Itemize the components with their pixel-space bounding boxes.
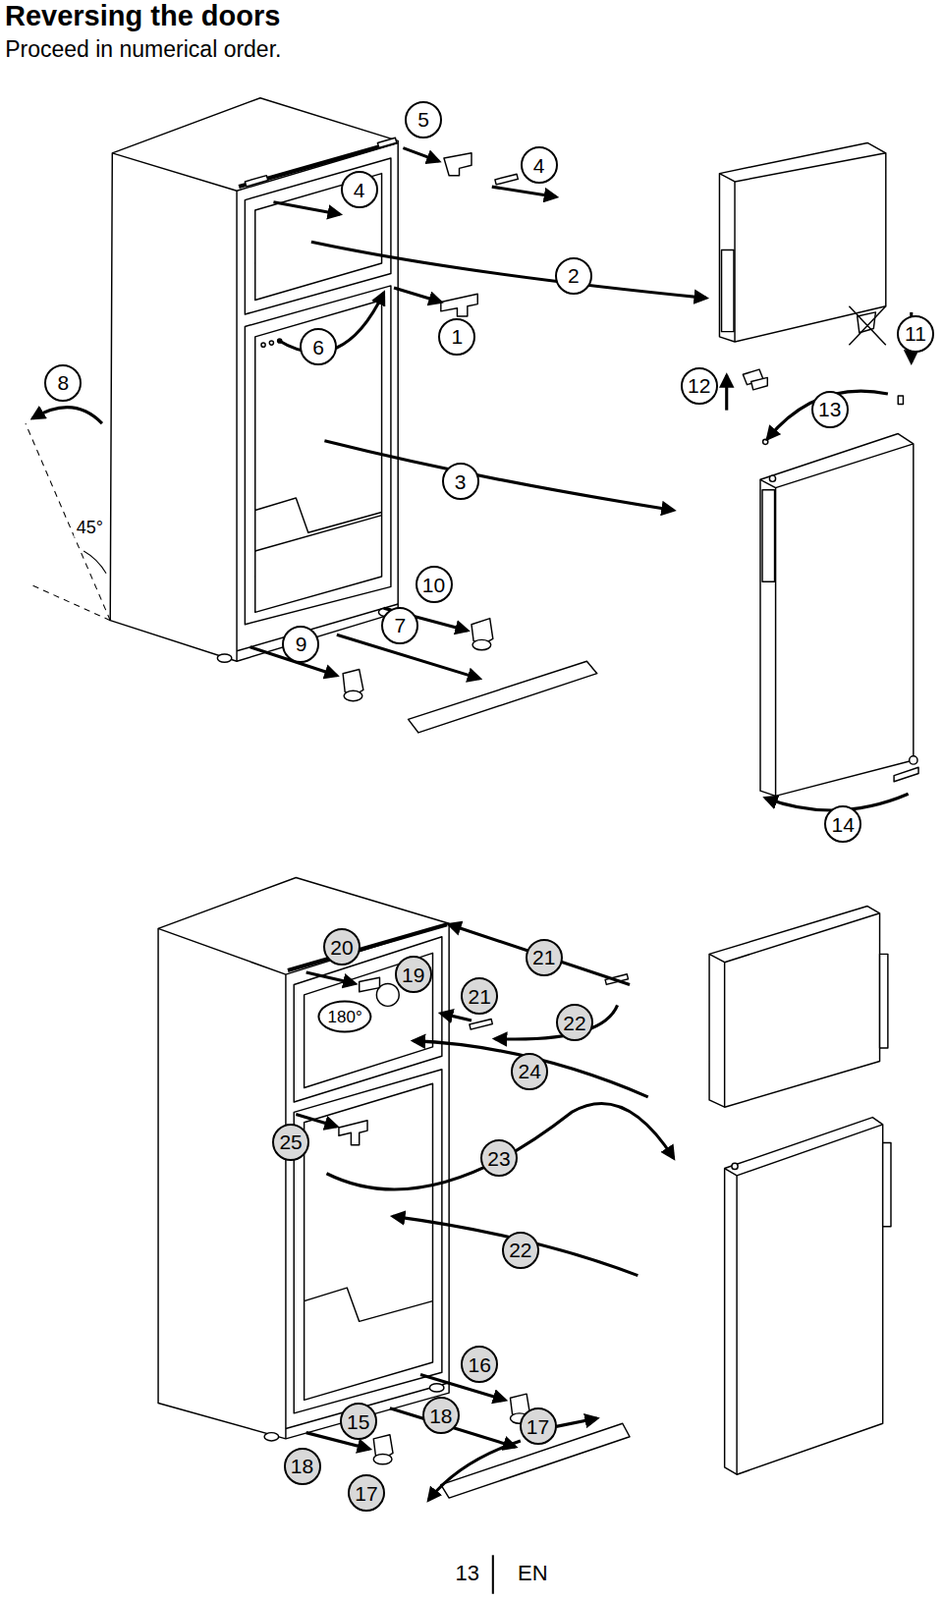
callout-number: 22 — [501, 1231, 540, 1270]
callout-number: 19 — [394, 955, 433, 994]
callout-number: 3 — [442, 462, 480, 500]
callout-number: 25 — [272, 1123, 310, 1162]
callout-number: 18 — [422, 1396, 460, 1435]
callout-number: 9 — [281, 625, 320, 664]
callout-number: 22 — [555, 1003, 594, 1042]
callout-number: 8 — [44, 364, 82, 402]
callout-number: 17 — [519, 1407, 557, 1445]
callout-number: 10 — [415, 565, 453, 604]
callout-number: 14 — [824, 805, 862, 843]
callout-number: 11 — [896, 315, 935, 353]
subtitle-note: Proceed in numerical order. — [4, 38, 281, 61]
callout-number: 4 — [520, 146, 558, 184]
callout-number: 23 — [480, 1139, 518, 1177]
callout-number: 24 — [510, 1053, 549, 1091]
callout-number: 15 — [339, 1402, 378, 1441]
callout-number: 7 — [381, 607, 419, 645]
page-title: Reversing the doors — [4, 0, 280, 33]
callout-number: 20 — [323, 928, 361, 966]
callout-number: 5 — [404, 101, 443, 139]
callout-number: 4 — [340, 170, 379, 209]
page-footer: EN — [517, 1562, 549, 1585]
angle-label: 45° — [74, 517, 106, 538]
callout-number: 2 — [554, 257, 593, 295]
callout-number: 12 — [680, 367, 719, 405]
callout-number: 1 — [438, 318, 476, 356]
callout-number: 13 — [811, 390, 849, 429]
callout-number: 6 — [299, 328, 337, 366]
callout-number: 18 — [283, 1447, 322, 1486]
angle-label: 180° — [318, 999, 373, 1033]
callout-number: 17 — [347, 1474, 386, 1512]
callout-number: 16 — [460, 1345, 499, 1384]
page-footer: 13 — [455, 1562, 480, 1585]
callout-number: 21 — [525, 939, 563, 977]
callout-number: 21 — [460, 977, 499, 1015]
